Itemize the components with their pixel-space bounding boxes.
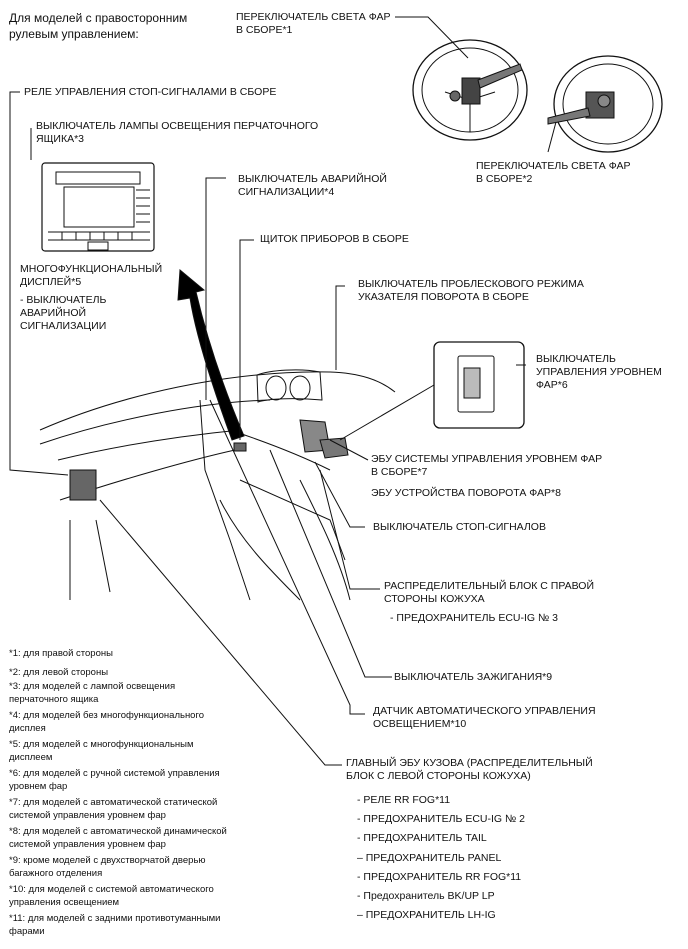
list-item: - ПРЕДОХРАНИТЕЛЬ TAIL	[357, 832, 487, 845]
footnote-7: *7: для моделей с автоматической статиче…	[9, 797, 218, 821]
footnote-1: *1: для правой стороны	[9, 648, 113, 659]
footnote-8: *8: для моделей с автоматической динамич…	[9, 826, 227, 850]
list-item: – ПРЕДОХРАНИТЕЛЬ LH-IG	[357, 909, 496, 922]
label-glovebox-switch: ВЫКЛЮЧАТЕЛЬ ЛАМПЫ ОСВЕЩЕНИЯ ПЕРЧАТОЧНОГО…	[36, 120, 319, 145]
multi-display-icon	[41, 162, 155, 252]
label-stop-switch: ВЫКЛЮЧАТЕЛЬ СТОП-СИГНАЛОВ	[373, 521, 546, 533]
header-line-2: рулевым управлением:	[9, 27, 139, 41]
label-instrument-panel: ЩИТОК ПРИБОРОВ В СБОРЕ	[260, 233, 409, 245]
footnote-11: *11: для моделей с задними противотуманн…	[9, 913, 221, 937]
label-swivel-ecu: ЭБУ УСТРОЙСТВА ПОВОРОТА ФАР*8	[371, 487, 561, 499]
steering-wheel-2-icon	[547, 55, 663, 153]
body-ecu-items: - РЕЛЕ RR FOG*11 - ПРЕДОХРАНИТЕЛЬ ECU-IG…	[357, 791, 525, 925]
list-item: - РЕЛЕ RR FOG*11	[357, 794, 451, 806]
footnote-9: *9: кроме моделей с двухстворчатой дверь…	[9, 855, 206, 879]
footnote-2: *2: для левой стороны	[9, 666, 109, 678]
label-stop-relay: РЕЛЕ УПРАВЛЕНИЯ СТОП-СИГНАЛАМИ В СБОРЕ	[24, 86, 277, 98]
header-line-1: Для моделей с правосторонним	[9, 11, 188, 25]
list-item: – ПРЕДОХРАНИТЕЛЬ PANEL	[357, 851, 502, 864]
big-arrow-icon	[177, 268, 245, 441]
label-rh-junction-sub: - ПРЕДОХРАНИТЕЛЬ ECU-IG № 3	[390, 612, 559, 624]
footnotes: *1: для правой стороны *2: для левой сто…	[9, 648, 227, 938]
dashboard-outline	[39, 369, 396, 601]
list-item: - Предохранитель BK/UP LP	[357, 890, 495, 903]
footnote-10: *10: для моделей с системой автоматическ…	[9, 884, 214, 908]
footnote-6: *6: для моделей с ручной системой управл…	[9, 768, 220, 792]
steering-wheel-1-icon	[412, 39, 528, 141]
footnote-4: *4: для моделей без многофункционального…	[9, 710, 205, 734]
list-item: - ПРЕДОХРАНИТЕЛЬ ECU-IG № 2	[357, 813, 526, 826]
label-ignition-switch: ВЫКЛЮЧАТЕЛЬ ЗАЖИГАНИЯ*9	[394, 671, 553, 683]
list-item: - ПРЕДОХРАНИТЕЛЬ RR FOG*11	[357, 870, 522, 883]
